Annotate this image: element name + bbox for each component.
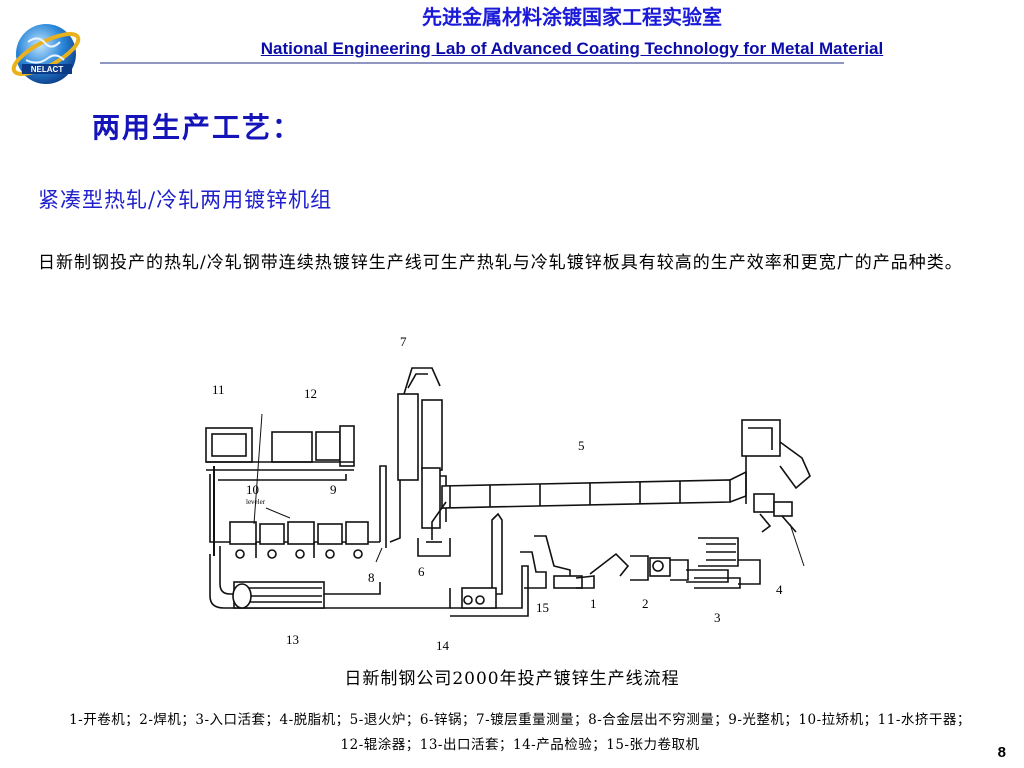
coating-tower [379,367,447,548]
label-13: 13 [286,632,299,647]
annealing-furnace [431,419,811,540]
figure-caption: 日新制钢公司2000年投产镀锌生产线流程 [344,669,680,689]
figure-legend: 1-开卷机；2-焊机；3-入口活套；4-脱脂机；5-退火炉；6-锌锅；7-镀层重… [69,712,971,753]
label-3: 3 [714,610,721,625]
slide-title: 两用生产工艺： [92,111,303,144]
label-8: 8 [368,570,375,585]
label-10: 10 [246,482,259,497]
label-14: 14 [436,638,450,653]
temper-leveler-section: leveler [209,474,380,559]
label-11: 11 [212,382,225,397]
logo-text: NELACT [31,65,64,74]
description-paragraph: 日新制钢投产的热轧/冷轧钢带连续热镀锌生产线可生产热轧与冷轧镀锌板具有较高的生产… [38,253,963,273]
water-squeezer-unit [205,425,355,471]
header-title-cn: 先进金属材料涂镀国家工程实验室 [422,5,722,29]
lab-logo: NELACT [8,12,88,92]
header-divider [100,62,844,64]
exit-looper [232,581,325,609]
entry-section [520,535,761,589]
header-title-en: National Engineering Lab of Advanced Coa… [260,39,884,58]
label-9: 9 [330,482,337,497]
tension-reel [461,587,497,609]
page-number: 8 [997,744,1006,761]
label-4: 4 [776,582,783,597]
zinc-pot [417,538,451,557]
galvanizing-line-diagram: leveler [150,326,850,664]
label-1: 1 [590,596,597,611]
label-5: 5 [578,438,585,453]
label-7: 7 [400,334,407,349]
label-6: 6 [418,564,425,579]
slide-subtitle: 紧凑型热轧/冷轧两用镀锌机组 [38,188,333,212]
label-2: 2 [642,596,649,611]
label-15: 15 [536,600,549,615]
label-12: 12 [304,386,317,401]
